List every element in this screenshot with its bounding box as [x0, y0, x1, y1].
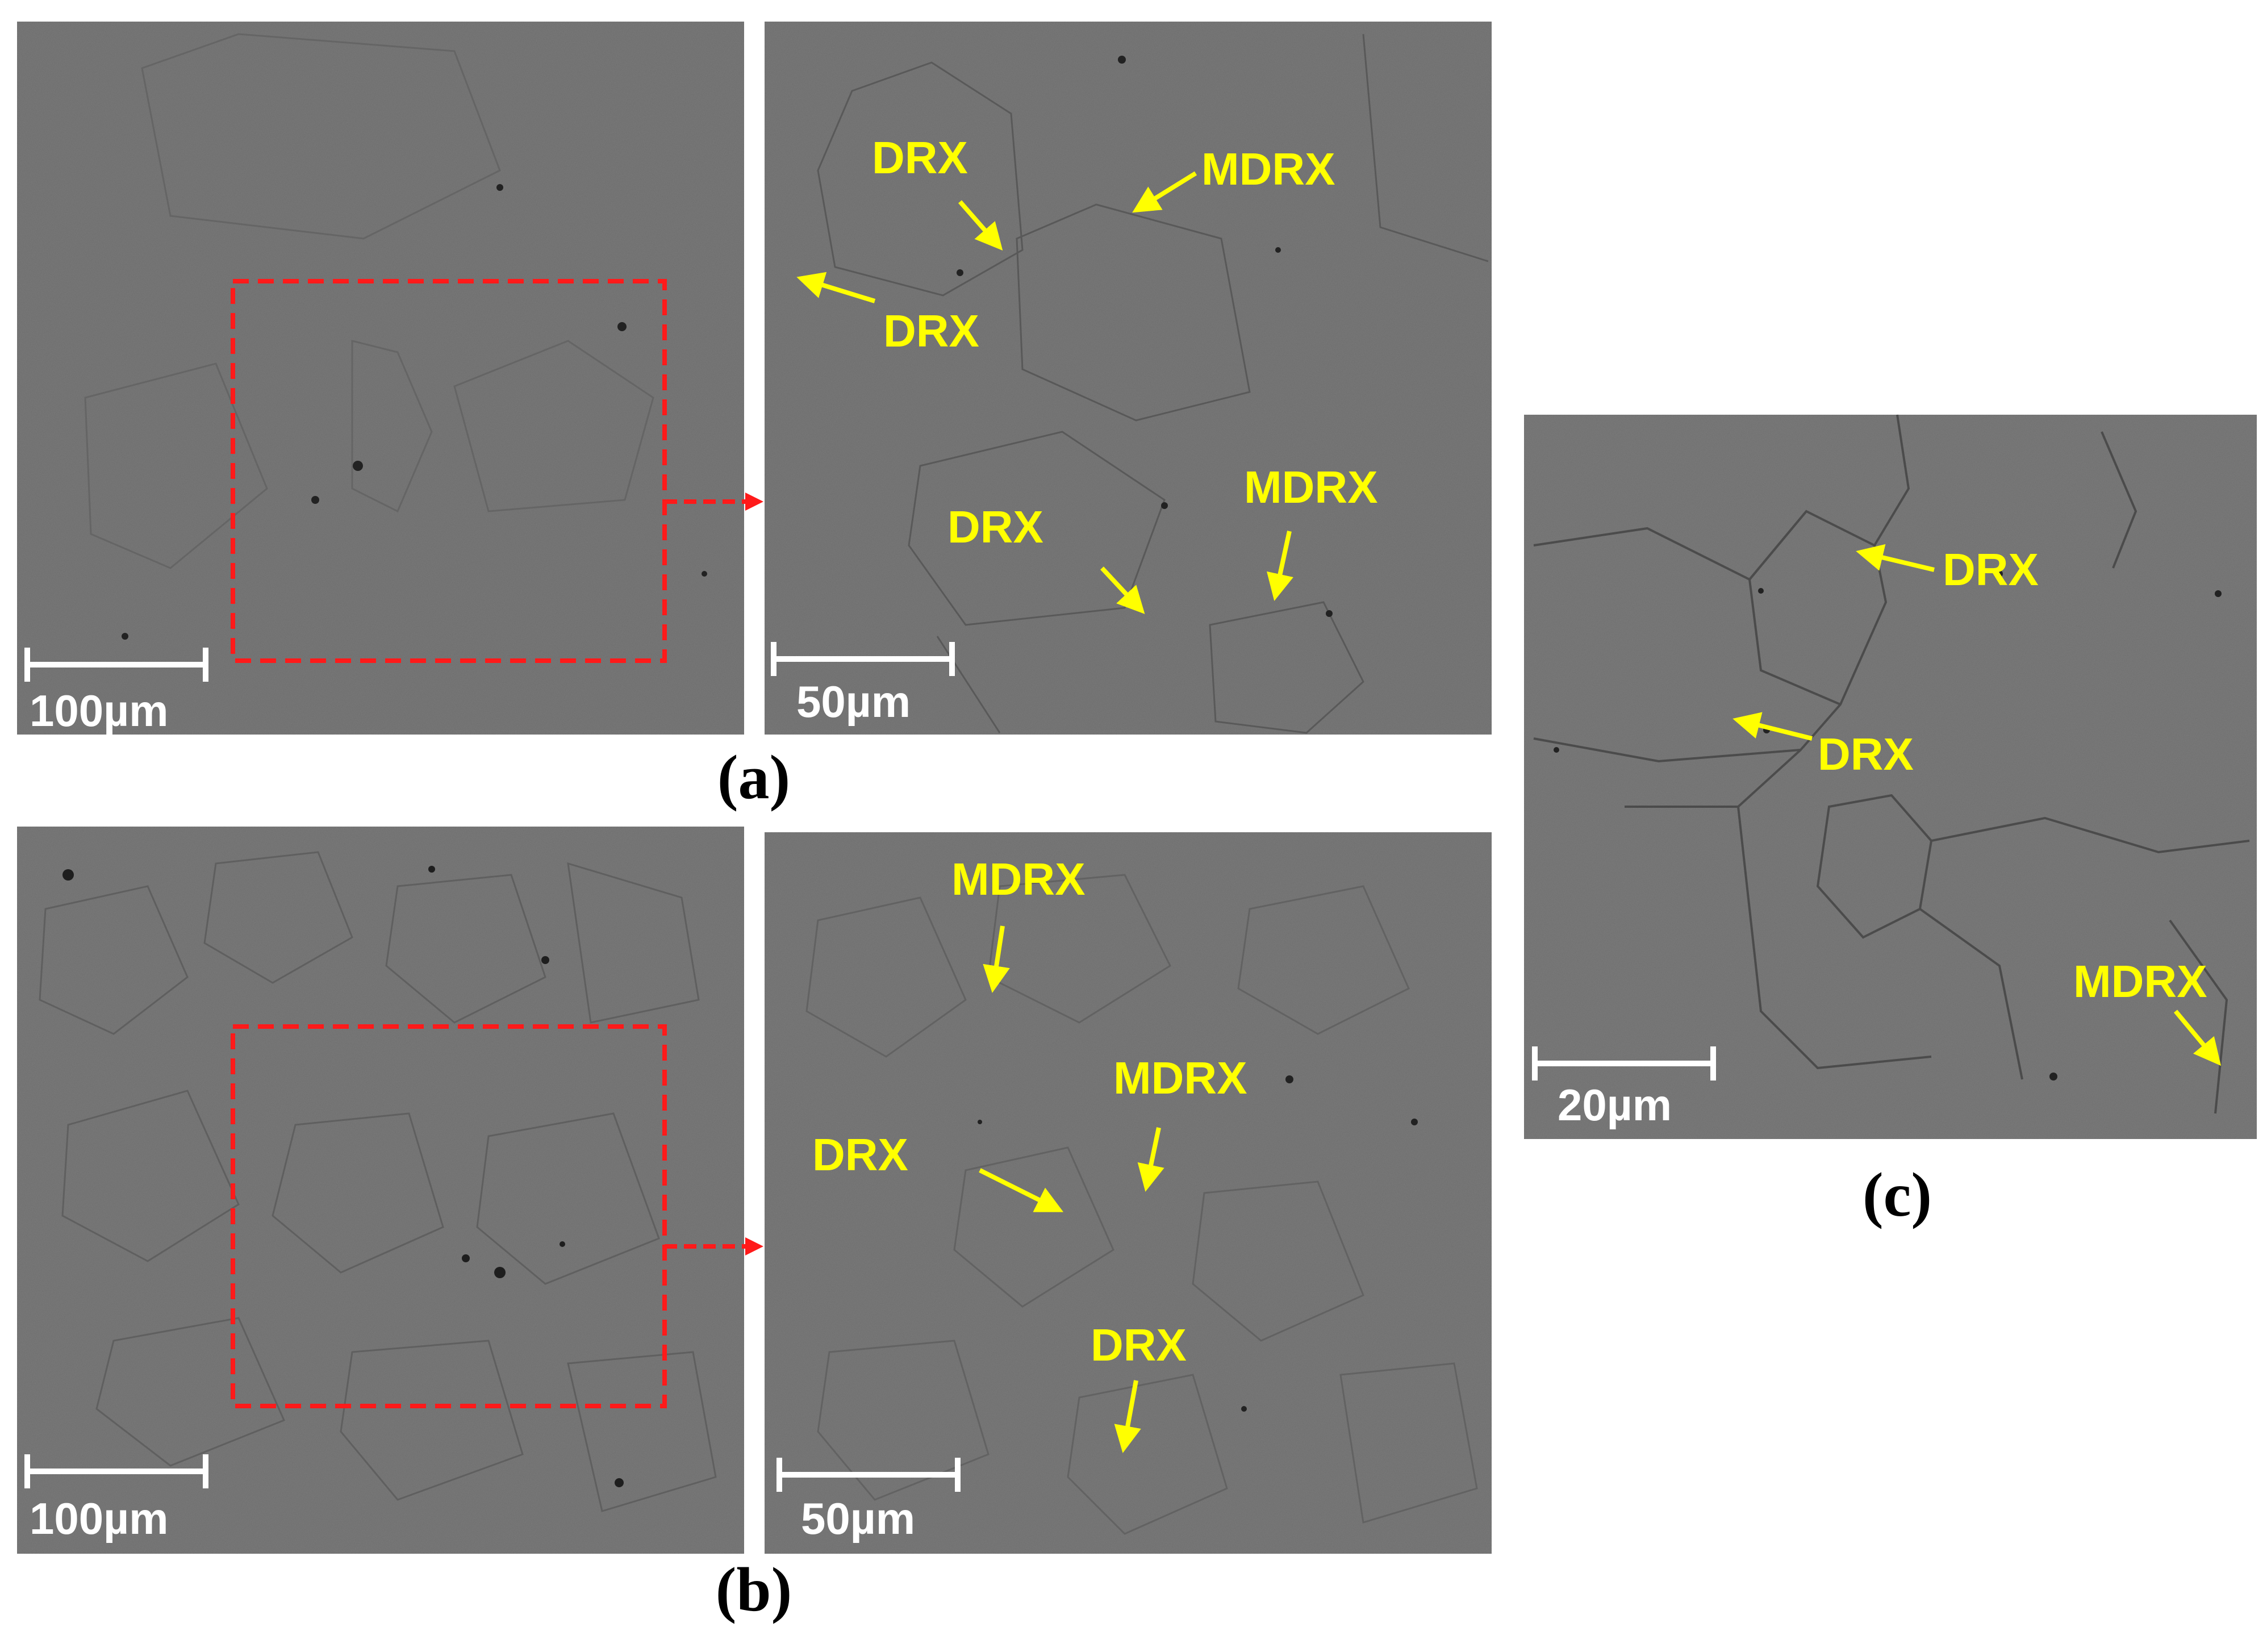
scale-bar	[776, 1458, 961, 1492]
dark-pits	[1554, 570, 2222, 1081]
micrograph-texture	[1524, 415, 2257, 1139]
scale-bar	[24, 648, 208, 682]
zoom-region-box	[231, 279, 667, 663]
annotation-arrows	[796, 171, 1293, 614]
annotation-label: DRX	[1818, 729, 1914, 779]
dark-pits	[957, 56, 1333, 617]
annotation-label: DRX	[812, 1129, 908, 1180]
panel-b-right: 50µm MDRX MDRX DRX DRX	[765, 832, 1492, 1554]
annotation-arrows	[1732, 544, 2222, 1066]
caption-c: (c)	[1863, 1160, 1932, 1229]
scale-bar	[1532, 1046, 1716, 1081]
caption-b: (b)	[716, 1555, 792, 1624]
annotation-arrow	[1100, 566, 1145, 614]
annotation-arrow	[979, 1168, 1064, 1212]
annotation-arrow	[2173, 1009, 2222, 1066]
micrograph-texture	[17, 22, 744, 735]
annotations: MDRX MDRX DRX DRX	[812, 854, 1247, 1370]
micrograph-texture	[765, 22, 1492, 735]
annotation-arrow	[1856, 544, 1935, 572]
scale-bar-label: 20µm	[1558, 1080, 1672, 1130]
annotation-label: DRX	[883, 306, 979, 356]
dark-pits	[122, 184, 707, 640]
annotations: DRX MDRX DRX DRX MDRX	[872, 132, 1378, 552]
scale-bar-label: 50µm	[801, 1494, 915, 1543]
panel-a-left: 100µm	[17, 22, 744, 736]
annotation-arrow	[1132, 171, 1197, 213]
annotation-arrow	[1137, 1127, 1164, 1192]
dark-pits	[978, 1075, 1418, 1412]
scale-bar-label: 100µm	[30, 1494, 168, 1543]
micrograph-texture	[17, 827, 744, 1554]
annotation-label: DRX	[1091, 1320, 1187, 1370]
zoom-region-box	[231, 1024, 667, 1408]
annotations: DRX DRX MDRX	[1818, 544, 2207, 1007]
annotation-arrow	[1267, 531, 1293, 601]
grain-boundaries	[39, 851, 717, 1512]
grain-boundaries	[84, 33, 654, 569]
grain-boundaries	[1533, 414, 2250, 1114]
annotation-arrows	[979, 925, 1164, 1453]
scale-bar	[24, 1454, 208, 1488]
annotation-label: DRX	[947, 502, 1043, 552]
annotation-label: DRX	[872, 132, 968, 183]
micrograph-texture	[765, 832, 1492, 1554]
annotation-label: MDRX	[2073, 956, 2207, 1007]
annotation-label: DRX	[1943, 544, 2039, 595]
scale-bar	[771, 642, 955, 676]
panel-c: 20µm DRX DRX MDRX	[1524, 414, 2257, 1139]
scale-bar-label: 50µm	[796, 677, 911, 727]
annotation-label: MDRX	[1201, 144, 1335, 194]
annotation-arrow	[796, 272, 876, 303]
annotation-label: MDRX	[951, 854, 1086, 904]
grain-boundaries	[805, 874, 1478, 1535]
annotation-label: MDRX	[1113, 1053, 1247, 1103]
annotation-arrow	[983, 925, 1010, 993]
scale-bar-label: 100µm	[30, 686, 168, 736]
annotation-arrow	[958, 200, 1003, 251]
annotation-arrow	[1114, 1380, 1141, 1453]
caption-a: (a)	[717, 742, 790, 812]
annotation-label: MDRX	[1244, 462, 1378, 512]
annotation-arrow	[1732, 712, 1813, 741]
panel-a-right: 50µm DRX MDRX DRX DRX MDRX	[765, 22, 1492, 735]
panel-b-left: 100µm	[17, 827, 744, 1554]
dark-pits	[62, 866, 624, 1487]
